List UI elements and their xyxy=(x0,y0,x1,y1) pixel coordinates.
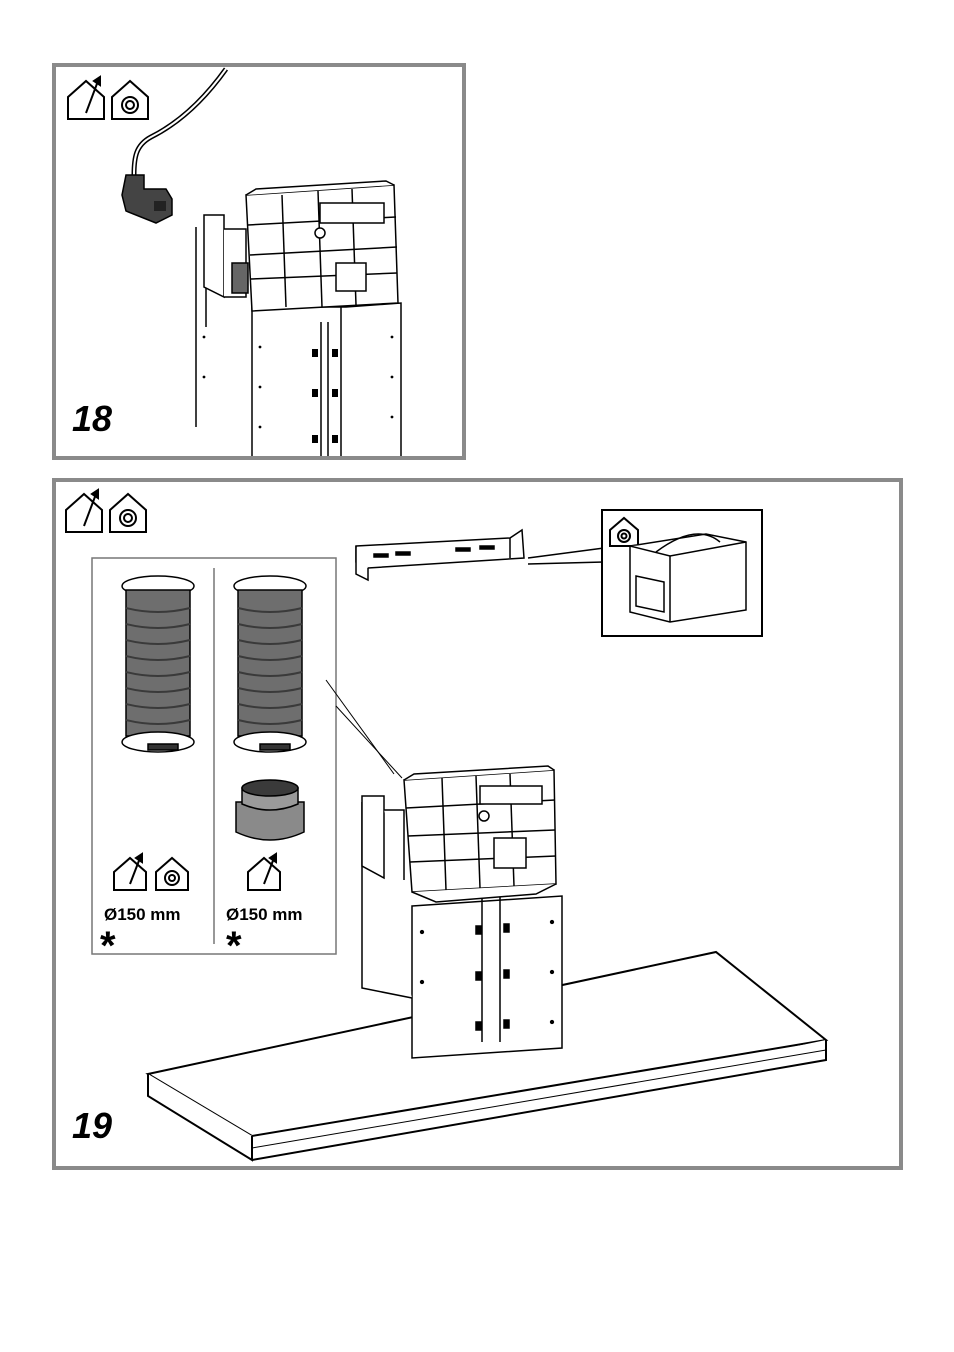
house-outlet-icon xyxy=(66,490,102,532)
duct-adapter-ring xyxy=(236,780,304,840)
step-number: 18 xyxy=(72,401,112,437)
step-19-illustration xyxy=(56,482,899,1166)
step-number: 19 xyxy=(72,1108,112,1144)
house-outlet-icon xyxy=(68,77,104,119)
house-recirculation-icon xyxy=(110,494,146,532)
callout-line xyxy=(528,562,604,564)
diameter-label-left: Ø150 mm xyxy=(104,906,181,924)
step-19-panel: Ø150 mm Ø150 mm * * 19 xyxy=(52,478,903,1170)
diameter-label-right: Ø150 mm xyxy=(226,906,303,924)
optional-mark-right: * xyxy=(226,926,242,966)
flexible-duct-right xyxy=(234,576,306,752)
power-cable xyxy=(134,69,226,175)
step-18-illustration xyxy=(56,67,462,456)
flexible-duct-left xyxy=(122,576,194,752)
optional-mark-left: * xyxy=(100,926,116,966)
step-18-panel: 18 xyxy=(52,63,466,460)
motor-unit xyxy=(362,766,556,902)
callout-line xyxy=(528,548,604,558)
power-plug xyxy=(122,175,172,223)
motor-unit xyxy=(204,181,398,311)
leader-line xyxy=(336,706,402,778)
deflector-box xyxy=(630,534,746,622)
recirculation-inset xyxy=(602,510,762,636)
house-recirculation-icon xyxy=(112,81,148,119)
mounting-bracket xyxy=(356,530,524,580)
